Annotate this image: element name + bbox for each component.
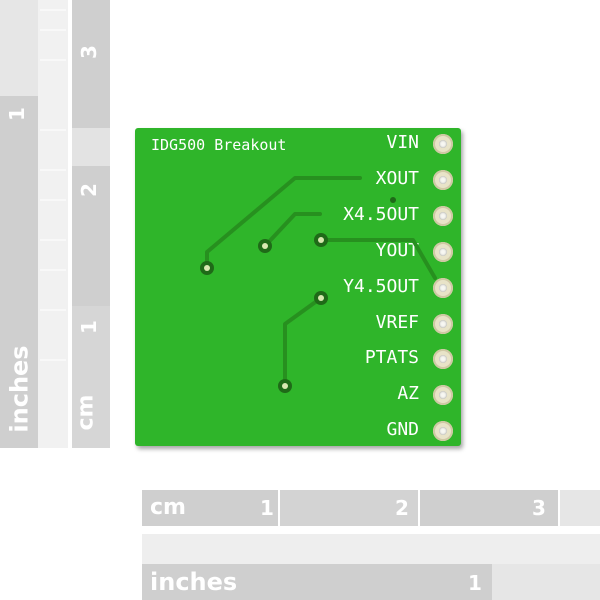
bottom-cm-number-2: 2 [395,496,409,520]
bottom-cm-label: cm [150,495,186,520]
bottom-inches-ruler: inches 1 [142,534,600,600]
bottom-inch-number-1: 1 [468,571,482,595]
pin-label-vin: VIN [386,132,419,153]
pin-pad-gnd [433,421,453,441]
bottom-cm-ruler: cm 1 2 3 [142,490,600,526]
board-title: IDG500 Breakout [151,136,287,154]
bottom-cm-number-1: 1 [260,496,274,520]
bottom-inches-label: inches [150,568,238,596]
pin-pad-vref [433,314,453,334]
pcb-board: IDG500 Breakout VIN XOUT X4.5OUT YOUT Y4… [135,128,461,446]
pin-label-vref: VREF [375,312,419,333]
pin-pad-x45out [433,206,453,226]
pin-label-x45out: X4.5OUT [343,204,419,225]
pin-pad-ptats [433,349,453,369]
pcb-traces [200,176,437,393]
pin-label-xout: XOUT [375,168,419,189]
pin-pad-az [433,385,453,405]
pin-pad-vin [433,134,453,154]
pin-pad-yout [433,242,453,262]
left-cm-ruler: 3 2 1 cm [72,0,110,448]
pin-label-y45out: Y4.5OUT [343,276,419,297]
bottom-cm-number-3: 3 [532,496,546,520]
pin-pad-y45out [433,278,453,298]
pin-label-ptats: PTATS [364,347,419,368]
pin-label-gnd: GND [386,419,419,440]
pin-label-az: AZ [397,383,419,404]
pin-pad-xout [433,170,453,190]
pin-label-yout: YOUT [375,240,419,261]
left-inches-ruler: 1 inches [0,0,68,448]
